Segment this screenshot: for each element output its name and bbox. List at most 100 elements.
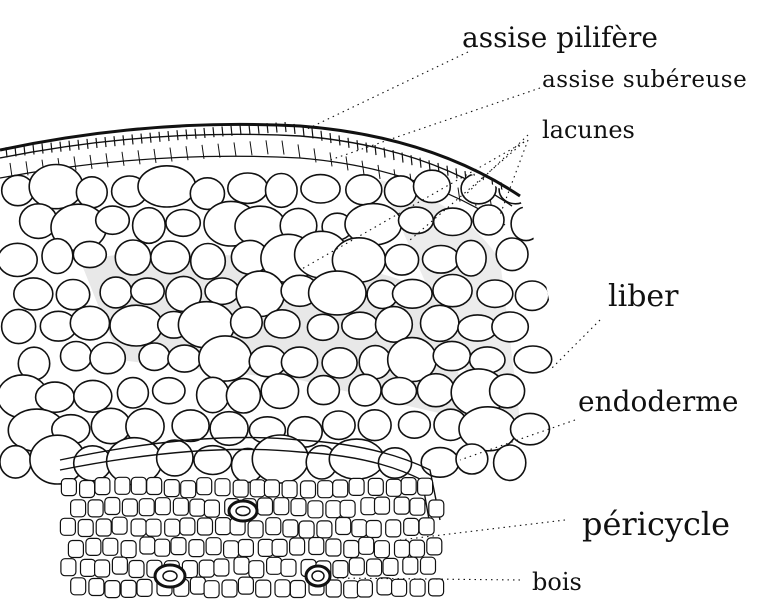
label-lacunes: lacunes <box>542 118 635 142</box>
cortex-cell <box>138 166 196 207</box>
cortex-cell <box>191 243 226 279</box>
epidermis-cell-wall <box>69 141 70 151</box>
epidermis-cell-wall <box>105 137 106 147</box>
small-cell <box>301 481 316 498</box>
small-cell <box>190 499 205 516</box>
small-cell <box>336 518 351 535</box>
small-cell <box>171 538 186 555</box>
small-cell <box>421 557 436 574</box>
suber-cell-wall <box>154 149 156 163</box>
cortex-cell <box>115 240 150 275</box>
suber-cell-wall <box>10 163 12 177</box>
cortex-cell <box>307 314 338 340</box>
small-cell <box>258 498 273 515</box>
small-cell <box>344 581 359 598</box>
cortex-cell <box>346 175 382 205</box>
epidermis-cell-wall <box>447 166 448 176</box>
small-cell <box>115 477 130 494</box>
small-cell <box>147 478 162 495</box>
small-cell <box>216 518 231 535</box>
small-cell <box>349 478 364 495</box>
epidermis-cell-wall <box>420 158 421 168</box>
cortex-cell <box>266 174 298 208</box>
suber-cell-wall <box>234 142 236 156</box>
small-cell <box>112 557 127 574</box>
small-cell <box>290 538 305 555</box>
small-cell <box>258 539 273 556</box>
cortex-cell <box>434 208 472 235</box>
small-cell <box>199 560 214 577</box>
cortex-cell <box>414 170 451 202</box>
suber-cell-wall <box>250 141 252 155</box>
cortex-cell <box>492 312 528 342</box>
cortex-cells <box>0 165 552 485</box>
small-cell <box>299 521 314 538</box>
cortex-cell <box>477 280 513 307</box>
central-cells <box>60 477 443 598</box>
small-cell <box>275 580 290 597</box>
epidermis-cell-wall <box>321 131 322 141</box>
small-cell <box>140 537 155 554</box>
cortex-cell <box>199 336 252 381</box>
small-cell <box>71 578 86 595</box>
small-cell <box>248 521 263 538</box>
small-cell <box>290 581 305 598</box>
small-cell <box>349 558 364 575</box>
epidermis-cell-wall <box>123 135 124 145</box>
small-cell <box>274 498 289 515</box>
small-cell <box>403 557 418 574</box>
cortex-cell <box>385 244 419 275</box>
suber-cell-wall <box>170 148 172 162</box>
epidermis-cell-wall <box>357 140 358 150</box>
cortex-cell <box>74 380 112 412</box>
epidermis-cell-wall <box>429 160 430 170</box>
small-cell <box>291 499 306 516</box>
cortex-cell <box>131 278 164 304</box>
small-cell <box>374 541 389 558</box>
small-cell <box>427 538 442 555</box>
label-bois: bois <box>532 570 582 594</box>
cortex-cell <box>514 346 552 373</box>
small-cell <box>282 481 297 498</box>
small-cell <box>122 499 137 516</box>
small-cell <box>181 481 196 498</box>
cortex-cell <box>172 410 209 442</box>
cortex-cell <box>96 206 130 234</box>
small-cell <box>204 581 219 598</box>
cortex-cell <box>139 343 170 370</box>
small-cell <box>146 519 161 536</box>
small-cell <box>222 580 237 597</box>
small-cell <box>318 481 333 498</box>
cortex-cell <box>117 378 148 408</box>
cortex-cell <box>308 376 340 405</box>
cortex-cell <box>210 412 248 446</box>
small-cell <box>95 560 110 577</box>
small-cell <box>352 520 367 537</box>
small-cell <box>121 541 136 558</box>
small-cell <box>383 558 398 575</box>
cortex-cell <box>433 275 472 307</box>
small-cell <box>359 537 374 554</box>
small-cell <box>164 480 179 497</box>
cortex-cell <box>261 374 298 409</box>
small-cell <box>375 497 390 514</box>
small-cell <box>233 480 248 497</box>
epidermis-cell-wall <box>96 138 97 148</box>
epidermis-cell-wall <box>240 125 241 135</box>
small-cell <box>333 480 348 497</box>
cortex-cell <box>511 207 541 241</box>
small-cell <box>180 518 195 535</box>
cortex-cell <box>29 165 83 209</box>
cortex-cell <box>421 305 459 341</box>
small-cell <box>129 561 144 578</box>
cortex-cell <box>309 271 366 315</box>
small-cell <box>410 498 425 515</box>
epidermis-cell-wall <box>348 138 349 148</box>
suber-cell-wall <box>74 156 76 170</box>
epidermis-cell-wall <box>330 133 331 143</box>
cortex-cell <box>2 309 36 343</box>
small-cell <box>95 478 110 495</box>
epidermis-cell-wall <box>51 143 52 153</box>
small-cell <box>206 538 221 555</box>
small-cell <box>173 498 188 515</box>
